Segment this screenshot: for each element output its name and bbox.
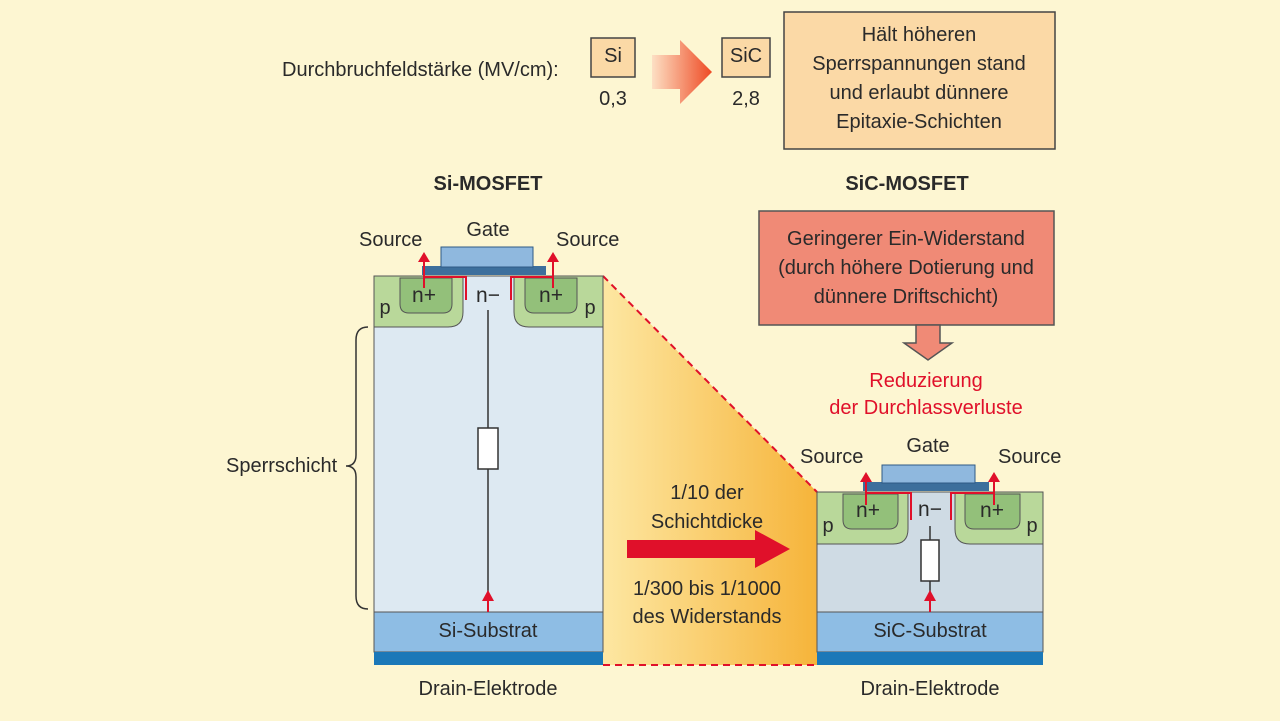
resistance-box-line: (durch höhere Dotierung und [778, 257, 1034, 279]
info-box-line: Sperrspannungen stand [812, 53, 1026, 75]
resistance-ratio-label: 1/300 bis 1/1000 des Widerstands [633, 575, 782, 631]
si-field-value: 0,3 [599, 88, 627, 110]
sic-mosfet-title: SiC-MOSFET [845, 173, 969, 195]
thickness-ratio-line: 1/10 der [670, 482, 744, 504]
thickness-ratio-label: 1/10 der Schichtdicke [651, 479, 763, 537]
si-n-minus-label: n− [476, 284, 500, 307]
sic-drain-label: Drain-Elektrode [860, 678, 1000, 700]
sic-mosfet-structure [758, 210, 1055, 665]
si-gate-label: Gate [466, 219, 510, 241]
red-arrow [627, 530, 790, 568]
sic-n-plus-right [964, 493, 1021, 530]
sic-p-right-label: p [1026, 515, 1038, 537]
blocking-layer-brace [345, 326, 369, 610]
resistance-down-arrow [901, 324, 955, 361]
si-gate-oxide [422, 266, 546, 275]
si-gate-electrode [440, 246, 534, 268]
sic-source-arrowhead-right [988, 472, 1000, 482]
sic-p-left-label: p [822, 515, 834, 537]
sic-label-box [721, 37, 771, 78]
si-label-box [590, 37, 636, 78]
sic-source-right-label: Source [998, 446, 1062, 468]
resistance-box [758, 210, 1055, 326]
si-n-plus-right-label: n+ [539, 284, 563, 307]
sic-source-left-label: Source [800, 446, 864, 468]
resistance-box-line: Geringerer Ein-Widerstand [787, 228, 1025, 250]
sic-field-value: 2,8 [732, 88, 760, 110]
si-source-left-label: Source [359, 229, 423, 251]
sic-n-plus-left-label: n+ [856, 499, 880, 522]
sic-drain-current-arrowhead [924, 590, 936, 601]
loss-reduction-line: der Durchlassverluste [829, 397, 1023, 419]
sic-drain-electrode [817, 652, 1043, 665]
blocking-layer-label: Sperrschicht [226, 455, 338, 477]
si-substrate [373, 611, 604, 653]
si-to-sic-arrow [652, 40, 712, 104]
info-box-line: Hält höheren [861, 24, 977, 46]
sic-material-label: SiC [729, 45, 763, 67]
si-source-arrowhead-left [418, 252, 430, 262]
si-drain-current-arrowhead [482, 590, 494, 601]
si-current-path-left [423, 276, 467, 300]
si-drain-label: Drain-Elektrode [418, 678, 558, 700]
resistance-box-line: dünnere Driftschicht) [813, 286, 999, 308]
si-mosfet-structure [345, 246, 604, 665]
si-drift-resistor [477, 427, 499, 470]
sic-gate-oxide [863, 482, 989, 491]
si-p-right-label: p [584, 297, 596, 319]
sic-current-path-left [865, 492, 912, 520]
sic-source-arrowhead-left [860, 472, 872, 482]
resistance-ratio-line: des Widerstands [632, 606, 782, 628]
thickness-comparison-area [603, 276, 817, 665]
si-n-plus-left-label: n+ [412, 284, 436, 307]
sic-n-plus-left [842, 493, 899, 530]
sic-current-path-right [950, 492, 995, 520]
si-source-right-label: Source [556, 229, 620, 251]
si-current-path-right [510, 276, 554, 300]
si-mosfet-title: Si-MOSFET [433, 173, 543, 195]
si-n-plus-left [399, 277, 453, 314]
resistance-ratio-line: 1/300 bis 1/1000 [633, 578, 781, 600]
si-drain-electrode [374, 652, 603, 665]
si-material-label: Si [604, 45, 622, 67]
info-box [783, 11, 1056, 150]
info-box-line: Epitaxie-Schichten [836, 111, 1002, 133]
loss-reduction-line: Reduzierung [869, 370, 983, 392]
si-n-plus-right [524, 277, 578, 314]
loss-reduction-label: Reduzierung der Durchlassverluste [829, 368, 1022, 422]
resistance-box-text: Geringerer Ein-Widerstand (durch höhere … [778, 225, 1034, 312]
info-box-line: und erlaubt dünnere [829, 82, 1009, 104]
info-box-text: Hält höheren Sperrspannungen stand und e… [812, 21, 1026, 137]
sic-drift-resistor [920, 539, 940, 582]
sic-gate-electrode [881, 464, 976, 484]
projection-line-top [602, 275, 818, 493]
sic-gate-label: Gate [906, 435, 950, 457]
thickness-ratio-line: Schichtdicke [650, 511, 764, 533]
si-source-arrowhead-right [547, 252, 559, 262]
si-p-left-label: p [379, 297, 391, 319]
sic-substrate [816, 611, 1044, 653]
sic-substrate-label: SiC-Substrat [873, 620, 987, 642]
si-substrate-label: Si-Substrat [438, 620, 538, 642]
sic-n-minus-label: n− [918, 498, 942, 521]
sic-n-plus-right-label: n+ [980, 499, 1004, 522]
field-strength-label: Durchbruchfeldstärke (MV/cm): [282, 59, 559, 81]
